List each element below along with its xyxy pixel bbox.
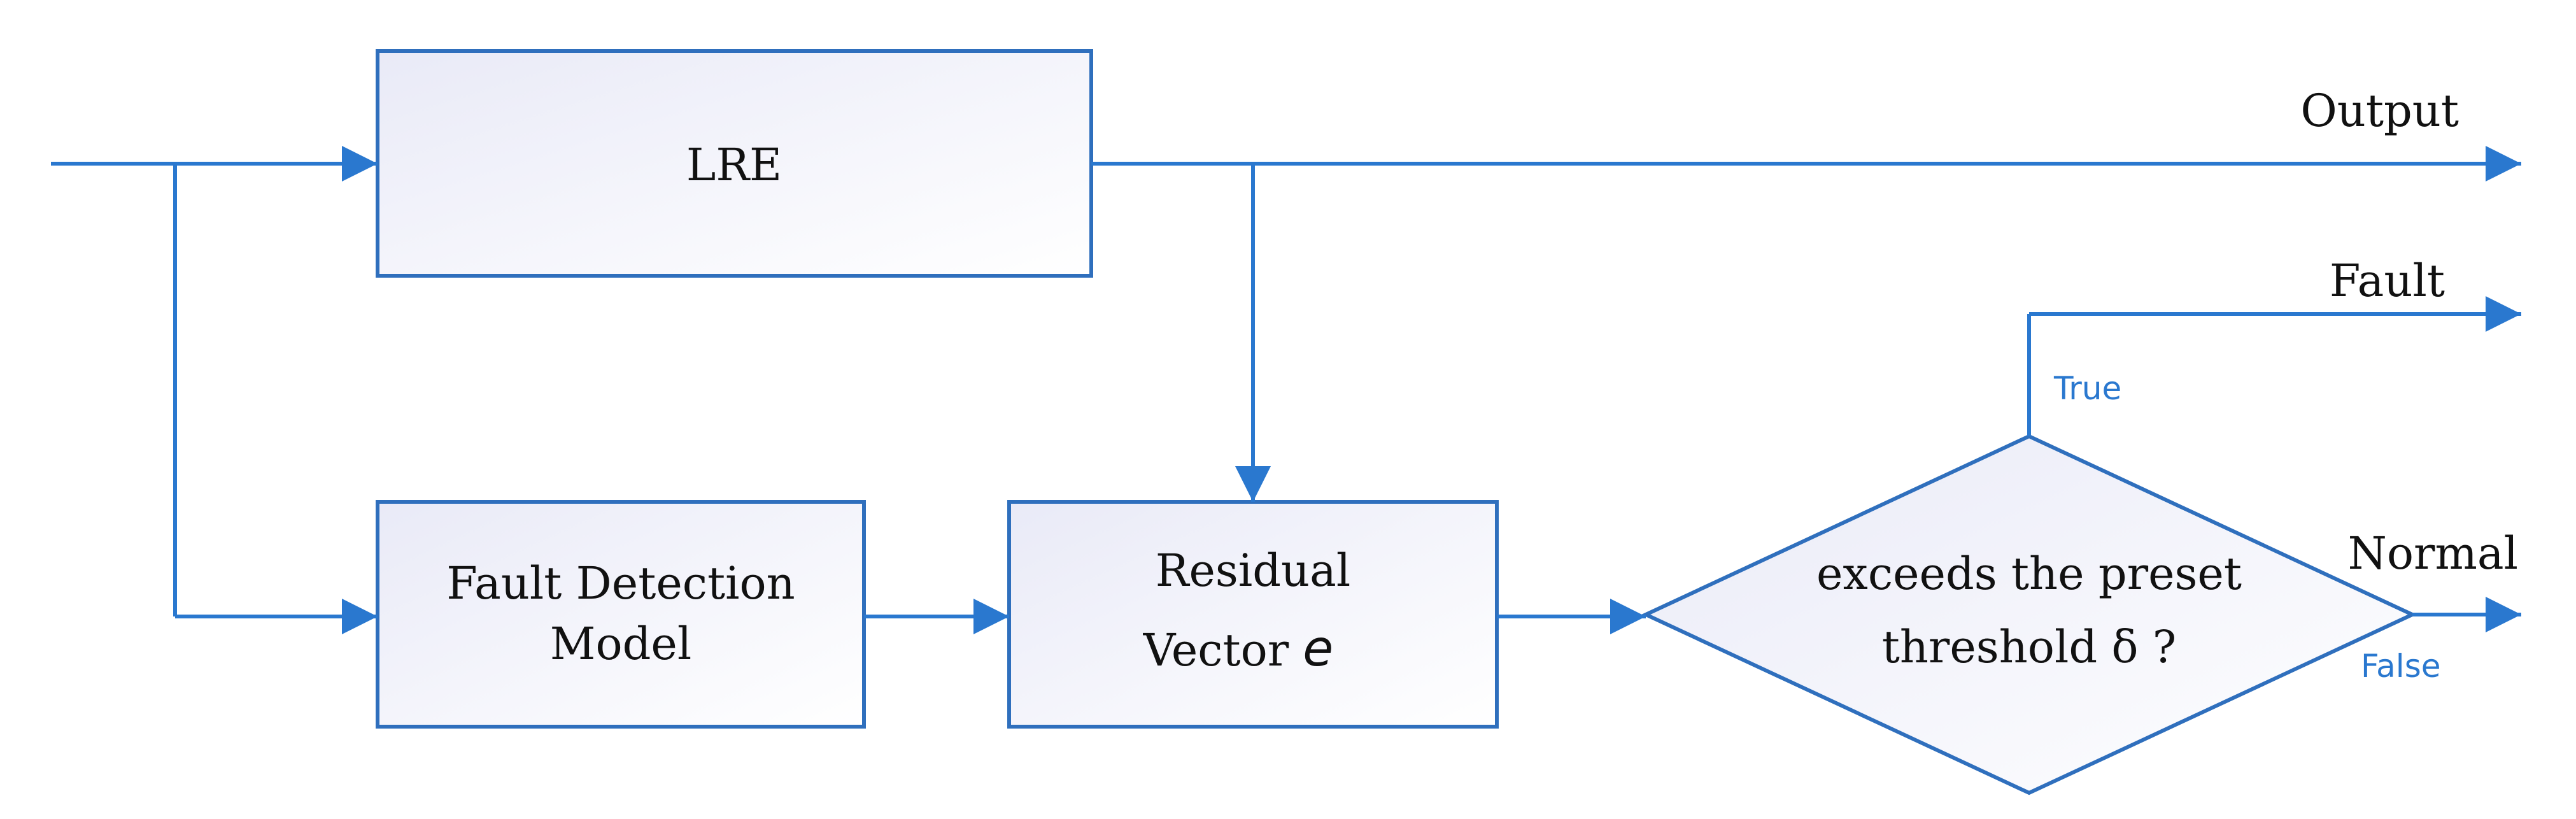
threshold-decision-diamond <box>1641 434 2417 795</box>
true-branch-label: True <box>2053 370 2121 407</box>
lre-block <box>376 49 1093 278</box>
connectors <box>51 146 2521 634</box>
lre-label: LRE <box>686 139 782 191</box>
fault-detection-label-line1: Fault Detection <box>446 557 795 609</box>
residual-label-line1: Residual <box>1156 545 1350 597</box>
residual-symbol: e <box>1303 620 1333 678</box>
residual-vector-block <box>1007 500 1499 729</box>
residual-vector-word: Vector <box>1143 624 1289 676</box>
fault-detection-label-line2: Model <box>550 618 691 670</box>
normal-label: Normal <box>2348 527 2518 580</box>
fault-label: Fault <box>2330 255 2445 307</box>
decision-label-line1: exceeds the preset <box>1816 548 2242 600</box>
decision-label-line2: threshold δ ? <box>1882 621 2177 673</box>
fault-detection-model-block <box>376 500 866 729</box>
output-label: Output <box>2300 85 2459 137</box>
false-branch-label: False <box>2361 648 2441 685</box>
